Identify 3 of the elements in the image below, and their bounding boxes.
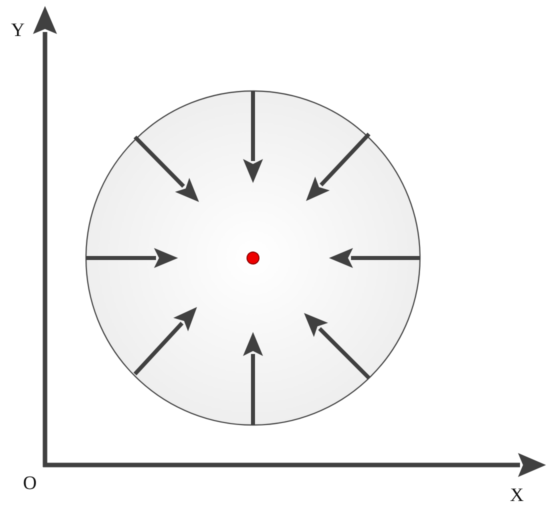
axis-label: X — [510, 486, 524, 505]
axis-label: Y — [11, 21, 25, 40]
axis-label: O — [23, 474, 37, 493]
